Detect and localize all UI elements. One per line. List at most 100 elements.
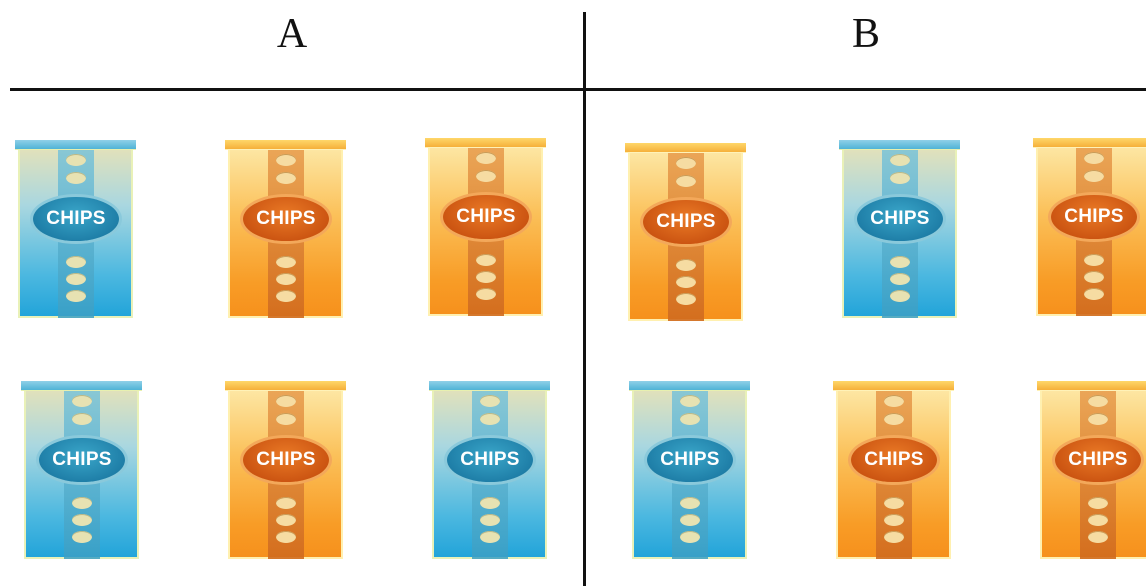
chip-dot-icon [72,395,92,407]
chip-dot-icon [276,290,296,302]
chip-dot-icon [680,413,700,425]
chip-bag-blue: CHIPS [839,140,960,318]
chip-bag-orange: CHIPS [225,381,346,559]
chip-dot-icon [480,514,500,526]
chip-dot-icon [276,273,296,285]
chip-dot-icon [476,288,496,300]
chip-dot-icon [680,514,700,526]
bag-top-seal [833,381,954,391]
chip-dot-icon [72,514,92,526]
chip-bag-blue: CHIPS [629,381,750,559]
chip-dot-icon [884,413,904,425]
bag-label: CHIPS [447,438,533,482]
chip-dot-icon [890,172,910,184]
chip-dot-icon [676,276,696,288]
bag-top-seal [225,140,346,150]
chip-dot-icon [1088,531,1108,543]
chip-dot-icon [276,256,296,268]
chip-dot-icon [884,531,904,543]
bag-label: CHIPS [443,195,529,239]
chip-dot-icon [66,290,86,302]
bag-top-seal [839,140,960,150]
chip-dot-icon [1084,152,1104,164]
chip-dot-icon [476,271,496,283]
chip-dot-icon [680,531,700,543]
bag-label: CHIPS [851,438,937,482]
bag-top-seal [225,381,346,391]
chip-dot-icon [476,170,496,182]
chip-bag-orange: CHIPS [225,140,346,318]
chip-dot-icon [276,497,296,509]
bag-label: CHIPS [1055,438,1141,482]
chip-dot-icon [680,497,700,509]
bag-top-seal [1037,381,1146,391]
chip-dot-icon [890,154,910,166]
chip-dot-icon [1088,497,1108,509]
column-b-header: B [851,11,880,57]
chip-dot-icon [676,175,696,187]
chip-dot-icon [276,172,296,184]
chip-dot-icon [476,152,496,164]
bag-label: CHIPS [243,438,329,482]
chip-dot-icon [884,514,904,526]
chip-dot-icon [676,259,696,271]
chip-dot-icon [1088,413,1108,425]
chip-bag-orange: CHIPS [1037,381,1146,559]
chip-dot-icon [72,413,92,425]
bag-top-seal [629,381,750,391]
chip-dot-icon [276,514,296,526]
bag-top-seal [21,381,142,391]
chip-dot-icon [890,273,910,285]
chip-dot-icon [890,290,910,302]
chip-bag-blue: CHIPS [429,381,550,559]
chip-dot-icon [476,254,496,266]
chip-bag-orange: CHIPS [1033,138,1146,316]
bag-top-seal [425,138,546,148]
chip-dot-icon [1088,395,1108,407]
bag-label: CHIPS [33,197,119,241]
bag-top-seal [625,143,746,153]
bag-label: CHIPS [1051,195,1137,239]
chip-dot-icon [276,413,296,425]
chip-dot-icon [66,154,86,166]
chip-dot-icon [1084,288,1104,300]
chip-bag-orange: CHIPS [833,381,954,559]
chip-dot-icon [66,273,86,285]
column-divider-line [583,12,586,586]
bag-label: CHIPS [857,197,943,241]
chip-dot-icon [276,154,296,166]
chip-bag-blue: CHIPS [15,140,136,318]
chip-dot-icon [66,172,86,184]
chip-dot-icon [66,256,86,268]
chip-dot-icon [480,395,500,407]
bag-top-seal [15,140,136,150]
chip-dot-icon [480,413,500,425]
chip-dot-icon [884,497,904,509]
header-divider-line [10,88,1146,91]
chip-bag-blue: CHIPS [21,381,142,559]
chip-dot-icon [884,395,904,407]
chip-dot-icon [1088,514,1108,526]
chip-dot-icon [680,395,700,407]
bag-label: CHIPS [647,438,733,482]
chip-bag-orange: CHIPS [425,138,546,316]
chip-bag-orange: CHIPS [625,143,746,321]
chip-dot-icon [480,497,500,509]
chip-dot-icon [890,256,910,268]
bag-top-seal [1033,138,1146,148]
chip-dot-icon [276,395,296,407]
chip-dot-icon [676,157,696,169]
chip-dot-icon [480,531,500,543]
bag-label: CHIPS [643,200,729,244]
chip-dot-icon [676,293,696,305]
chip-dot-icon [1084,271,1104,283]
chip-dot-icon [1084,254,1104,266]
bag-top-seal [429,381,550,391]
chip-dot-icon [72,497,92,509]
bag-label: CHIPS [39,438,125,482]
bag-label: CHIPS [243,197,329,241]
column-a-header: A [276,11,308,57]
chip-dot-icon [276,531,296,543]
chip-dot-icon [72,531,92,543]
chip-dot-icon [1084,170,1104,182]
